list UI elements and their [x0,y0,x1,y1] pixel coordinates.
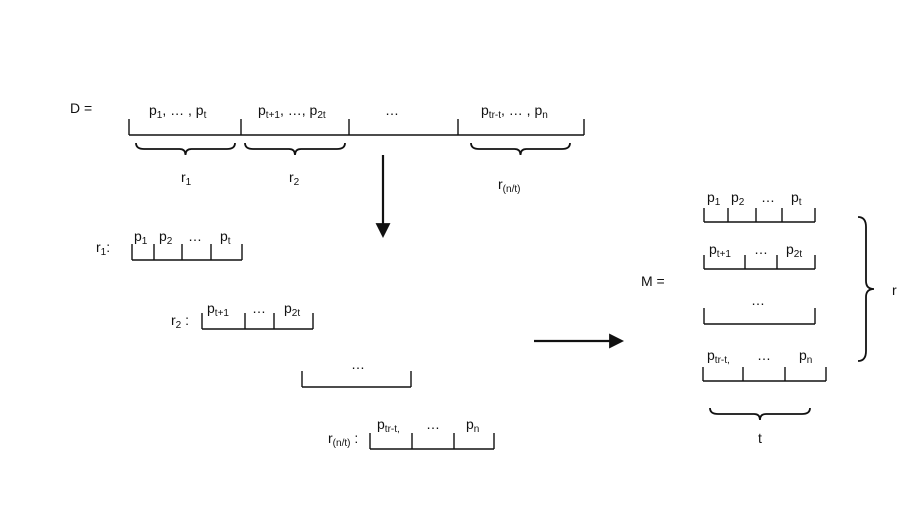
m-row-cell: p2t [786,241,803,260]
left-row-cell: p2 [159,228,173,247]
m-row-cell: pt [791,189,802,208]
left-row-cell: pn [466,416,480,435]
left-row-label: r(n/t) : [328,430,359,449]
right-arrow-head [609,333,625,349]
left-row-cell: … [188,228,202,244]
brace-label: r(n/t) [498,176,521,195]
m-row-cell: … [754,241,768,257]
d-segment-label: p1, … , pt [149,102,207,121]
m-row-cell: … [761,189,775,205]
m-side-label: r [892,282,897,298]
left-row-label: r1: [96,239,111,258]
d-segment-label: … [385,102,399,118]
brace [709,407,811,421]
m-row-cell: p1 [707,189,721,208]
right-brace [857,216,875,362]
brace [244,142,346,156]
left-row-cell: pt [220,228,231,247]
m-row-cell: pn [799,347,813,366]
d-segment-label: ptr-t, … , pn [481,102,548,121]
left-row-label: r2 : [171,312,190,331]
m-label: M = [641,273,665,289]
m-bottom-label: t [758,430,762,446]
left-row-cell: … [351,356,365,372]
m-row-cell: pt+1 [709,241,731,260]
left-row-cell: ptr-t, [377,416,400,435]
left-row-cell: p2t [284,300,301,319]
left-row-cell: … [426,416,440,432]
brace-label: r1 [181,169,192,188]
down-arrow-head [375,223,391,239]
m-row-cell: ptr-t, [707,347,730,366]
brace [470,142,571,156]
brace [135,142,236,156]
m-row-cell: p2 [731,189,745,208]
d-segment-label: pt+1, …, p2t [258,102,326,121]
left-row-cell: … [252,300,266,316]
m-row-cell: … [757,347,771,363]
left-row-cell: p1 [134,228,148,247]
left-row-cell: pt+1 [207,300,229,319]
brace-label: r2 [289,169,300,188]
d-label: D = [70,100,93,116]
m-row-cell: … [751,292,765,308]
